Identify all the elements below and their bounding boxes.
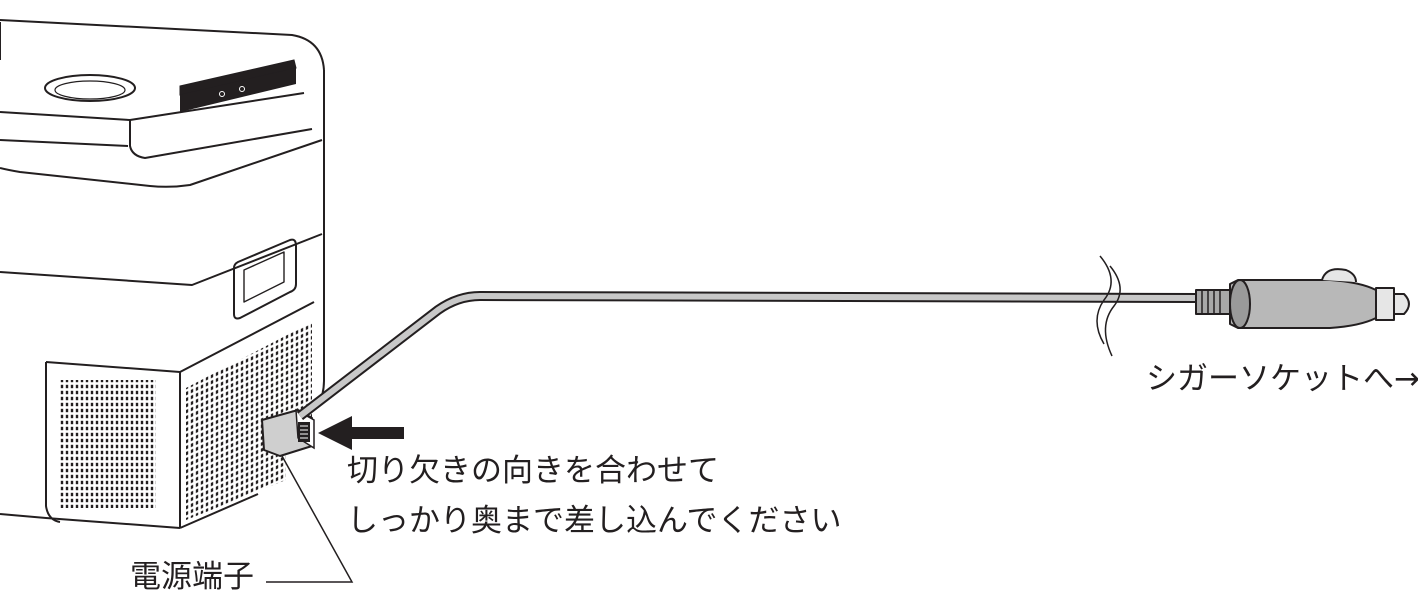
- handle-recess: [233, 238, 297, 320]
- cable-break-mark: [1104, 265, 1121, 357]
- base-left-block: [45, 362, 61, 523]
- cable-break-mark: [1096, 255, 1112, 345]
- lid-front-upper: [0, 92, 305, 121]
- body-lower-front: [45, 361, 181, 373]
- body-lower-slope: [179, 301, 315, 373]
- side-vent-grille: [186, 322, 312, 520]
- handle-recess-inner: [243, 251, 285, 303]
- instruction-line-1: 切り欠きの向きを合わせて: [347, 453, 719, 489]
- base-bottom-right: [179, 493, 259, 529]
- cup-holder-inner: [54, 80, 126, 100]
- body-right-edge: [317, 70, 325, 406]
- body-middle-line: [0, 233, 323, 286]
- cup-holder: [44, 74, 136, 102]
- power-port-label: 電源端子: [130, 559, 254, 595]
- socket-label: シガーソケットへ→: [1146, 361, 1418, 397]
- cigarette-plug-icon: [1195, 268, 1410, 329]
- power-port-plug: [261, 408, 315, 457]
- panel-button-icon: [219, 91, 225, 97]
- base-bottom-edge: [0, 513, 181, 529]
- power-cable-inner: [298, 293, 1199, 419]
- front-vent-grille: [60, 380, 156, 508]
- port-leader-line: [266, 455, 354, 583]
- lid-top-edge: [0, 19, 325, 71]
- lid-front-edge: [129, 120, 313, 159]
- lid-underside: [0, 139, 323, 188]
- instruction-line-2: しっかり奥まで差し込んでください: [347, 503, 842, 539]
- panel-button-icon: [239, 86, 245, 92]
- cooler-box: [0, 19, 325, 529]
- left-arrow-icon: [318, 416, 404, 450]
- lid-front-lower: [0, 139, 129, 147]
- control-panel-face: [180, 68, 296, 112]
